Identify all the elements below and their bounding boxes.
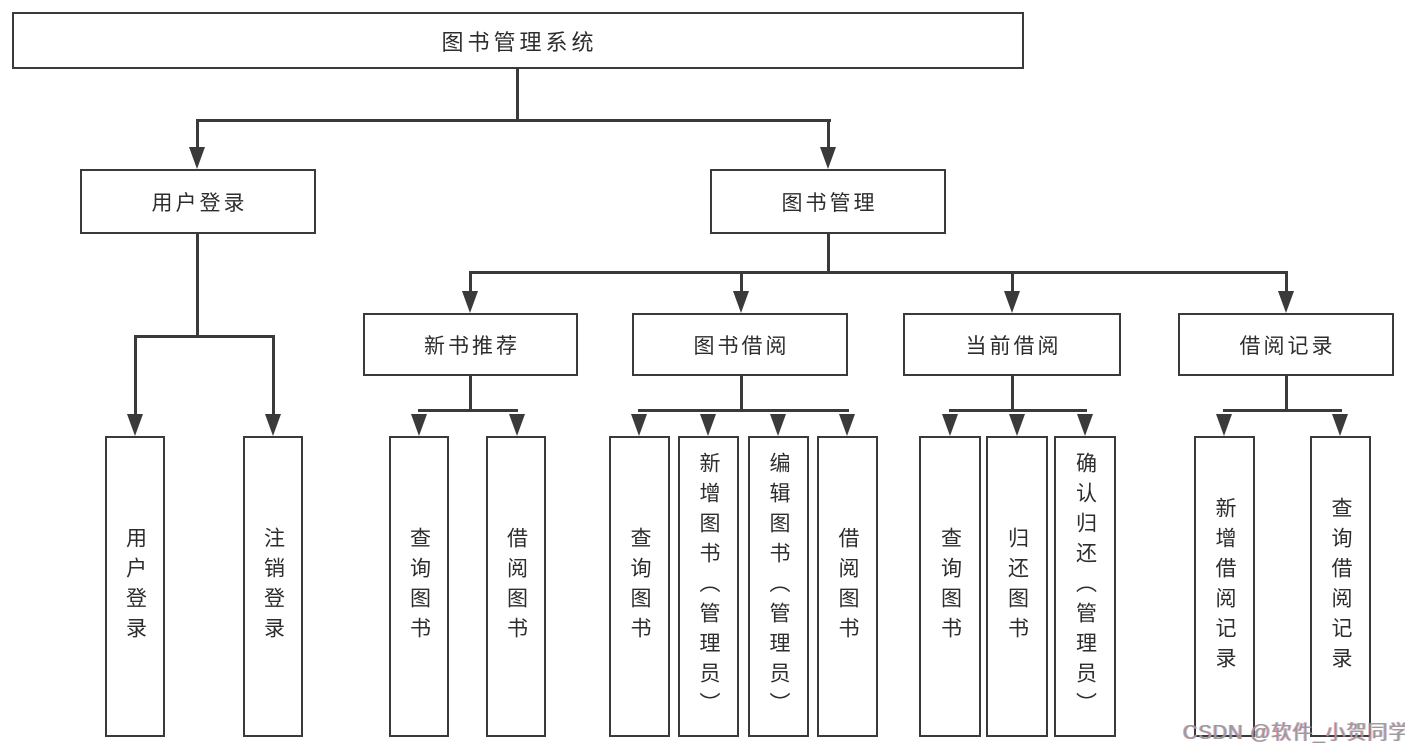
connector-line xyxy=(948,409,1087,412)
connector-line xyxy=(637,409,849,412)
node-new-book-recommend: 新书推荐 xyxy=(363,313,578,376)
arrow-down-icon xyxy=(700,414,716,436)
arrow-down-icon xyxy=(127,414,143,436)
leaf-record-query-borrow-record: 查询借阅记录 xyxy=(1310,436,1371,737)
arrow-down-icon xyxy=(1278,291,1294,313)
connector-line xyxy=(195,119,831,122)
connector-line xyxy=(515,68,519,121)
arrow-down-icon xyxy=(462,291,478,313)
connector-line xyxy=(195,119,199,149)
connector-line xyxy=(195,233,199,337)
leaf-borrow-add-books-admin: 新增图书（管理员） xyxy=(678,436,739,737)
arrow-down-icon xyxy=(1332,414,1348,436)
arrow-down-icon xyxy=(411,414,427,436)
connector-line xyxy=(739,271,743,293)
arrow-down-icon xyxy=(733,291,749,313)
arrow-down-icon xyxy=(189,147,205,169)
node-root-system: 图书管理系统 xyxy=(12,12,1024,69)
node-borrow-record: 借阅记录 xyxy=(1178,313,1394,376)
connector-line xyxy=(826,233,830,273)
arrow-down-icon xyxy=(942,414,958,436)
connector-line xyxy=(1222,409,1342,412)
leaf-current-return-books: 归还图书 xyxy=(986,436,1048,737)
node-book-management: 图书管理 xyxy=(710,169,946,234)
connector-line xyxy=(1284,271,1288,293)
connector-line xyxy=(271,335,275,414)
connector-line xyxy=(468,271,472,293)
connector-line xyxy=(468,374,472,412)
leaf-record-add-borrow-record: 新增借阅记录 xyxy=(1194,436,1255,737)
leaf-recommend-borrow-books: 借阅图书 xyxy=(486,436,546,737)
node-user-login: 用户登录 xyxy=(80,169,316,234)
arrow-down-icon xyxy=(265,414,281,436)
connector-line xyxy=(133,335,275,338)
leaf-user-login: 用户登录 xyxy=(105,436,165,737)
arrow-down-icon xyxy=(1009,414,1025,436)
connector-line xyxy=(739,374,743,412)
arrow-down-icon xyxy=(1004,291,1020,313)
connector-line xyxy=(468,271,1288,274)
csdn-watermark: CSDN @软件_小贺同学 xyxy=(1183,722,1405,744)
node-book-borrow: 图书借阅 xyxy=(632,313,848,376)
connector-line xyxy=(1284,374,1288,412)
arrow-down-icon xyxy=(509,414,525,436)
leaf-borrow-edit-books-admin: 编辑图书（管理员） xyxy=(748,436,809,737)
arrow-down-icon xyxy=(1077,414,1093,436)
node-current-borrow: 当前借阅 xyxy=(903,313,1121,376)
leaf-logout: 注销登录 xyxy=(243,436,303,737)
leaf-recommend-query-books: 查询图书 xyxy=(389,436,449,737)
connector-line xyxy=(826,119,830,149)
arrow-down-icon xyxy=(1216,414,1232,436)
arrow-down-icon xyxy=(770,414,786,436)
connector-line xyxy=(133,335,137,414)
leaf-current-query-books: 查询图书 xyxy=(919,436,981,737)
leaf-borrow-query-books: 查询图书 xyxy=(609,436,670,737)
arrow-down-icon xyxy=(820,147,836,169)
arrow-down-icon xyxy=(631,414,647,436)
connector-line xyxy=(1010,271,1014,293)
arrow-down-icon xyxy=(839,414,855,436)
connector-line xyxy=(1010,374,1014,412)
leaf-current-confirm-return-admin: 确认归还（管理员） xyxy=(1054,436,1116,737)
connector-line xyxy=(417,409,518,412)
leaf-borrow-borrow-books: 借阅图书 xyxy=(817,436,878,737)
